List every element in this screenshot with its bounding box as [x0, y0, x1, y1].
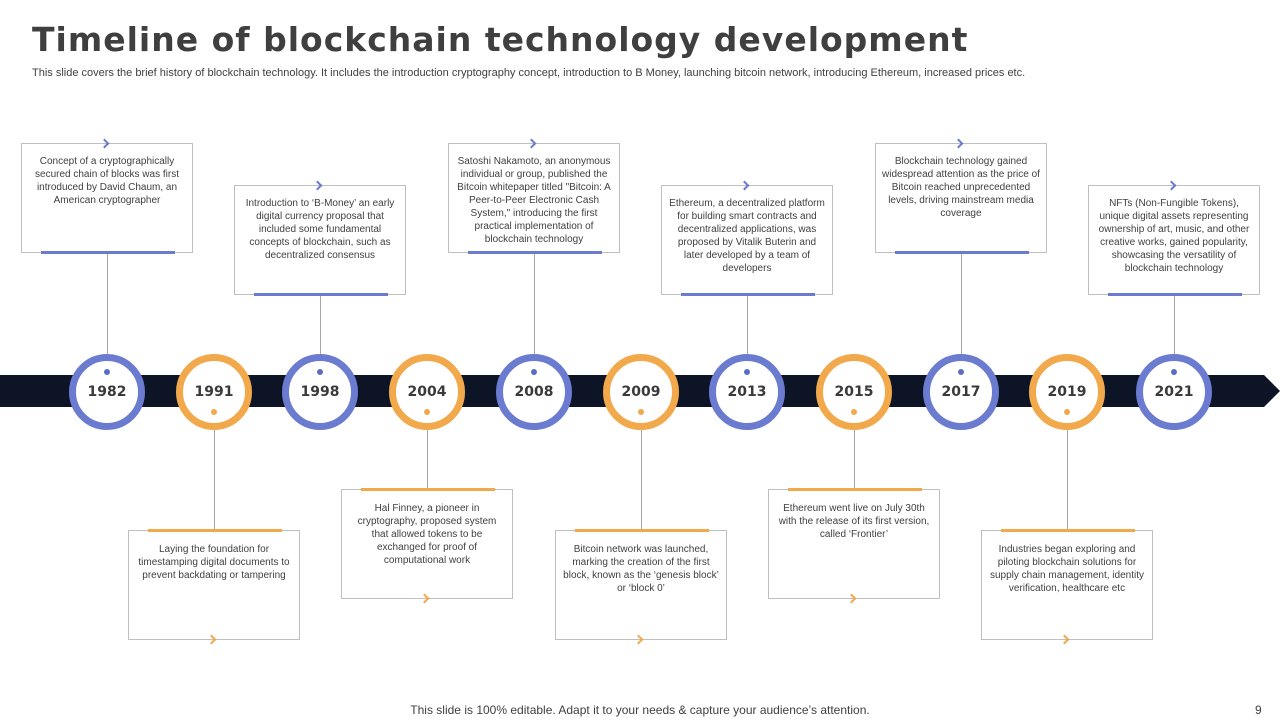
card-accent-bar	[681, 293, 815, 296]
event-card-2004: Hal Finney, a pioneer in cryptography, p…	[341, 488, 513, 599]
connector-line	[641, 412, 642, 530]
connector-line	[747, 295, 748, 372]
timeline-node-2019: 2019	[1029, 354, 1105, 430]
card-accent-bar	[575, 529, 709, 532]
slide-title: Timeline of blockchain technology develo…	[32, 20, 969, 59]
card-accent-bar	[1001, 529, 1135, 532]
connector-line	[534, 253, 535, 372]
timeline-node-2013: 2013	[709, 354, 785, 430]
node-dot	[851, 409, 857, 415]
timeline-node-1991: 1991	[176, 354, 252, 430]
timeline-node-2004: 2004	[389, 354, 465, 430]
timeline-node-2009: 2009	[603, 354, 679, 430]
year-label: 2015	[834, 384, 874, 400]
event-description: Ethereum went live on July 30th with the…	[778, 503, 930, 540]
event-card-2013: Ethereum, a decentralized platform for b…	[661, 185, 833, 296]
node-dot	[1171, 369, 1177, 375]
node-dot	[211, 409, 217, 415]
connector-line	[107, 253, 108, 372]
node-dot	[317, 369, 323, 375]
connector-line	[854, 412, 855, 489]
event-card-1982: Concept of a cryptographically secured c…	[21, 143, 193, 254]
timeline-node-2017: 2017	[923, 354, 999, 430]
event-description: Industries began exploring and piloting …	[990, 544, 1144, 594]
timeline-node-1982: 1982	[69, 354, 145, 430]
node-dot	[1064, 409, 1070, 415]
event-card-2009: Bitcoin network was launched, marking th…	[555, 529, 727, 640]
timeline-node-2008: 2008	[496, 354, 572, 430]
year-label: 1998	[300, 384, 340, 400]
card-accent-bar	[41, 251, 175, 254]
year-label: 2017	[941, 384, 981, 400]
event-description: NFTs (Non-Fungible Tokens), unique digit…	[1098, 198, 1250, 274]
event-card-2017: Blockchain technology gained widespread …	[875, 143, 1047, 254]
node-dot	[424, 409, 430, 415]
year-label: 2004	[407, 384, 447, 400]
connector-line	[214, 412, 215, 530]
event-description: Introduction to ‘B-Money’ an early digit…	[245, 198, 395, 261]
event-card-2008: Satoshi Nakamoto, an anonymous individua…	[448, 143, 620, 254]
event-card-1998: Introduction to ‘B-Money’ an early digit…	[234, 185, 406, 296]
year-label: 2019	[1047, 384, 1087, 400]
year-label: 2009	[621, 384, 661, 400]
timeline-node-2021: 2021	[1136, 354, 1212, 430]
connector-line	[1174, 295, 1175, 372]
node-dot	[104, 369, 110, 375]
event-description: Blockchain technology gained widespread …	[882, 156, 1040, 219]
connector-line	[427, 412, 428, 489]
event-card-2019: Industries began exploring and piloting …	[981, 529, 1153, 640]
year-label: 1982	[87, 384, 127, 400]
node-dot	[958, 369, 964, 375]
timeline-arrow-tip	[1264, 375, 1280, 407]
event-card-1991: Laying the foundation for timestamping d…	[128, 529, 300, 640]
connector-line	[1067, 412, 1068, 530]
event-card-2021: NFTs (Non-Fungible Tokens), unique digit…	[1088, 185, 1260, 296]
slide-subtitle: This slide covers the brief history of b…	[32, 67, 1026, 79]
connector-line	[961, 253, 962, 372]
event-description: Bitcoin network was launched, marking th…	[563, 544, 719, 594]
year-label: 2013	[727, 384, 767, 400]
node-dot	[744, 369, 750, 375]
card-accent-bar	[1108, 293, 1242, 296]
timeline-node-2015: 2015	[816, 354, 892, 430]
event-description: Laying the foundation for timestamping d…	[138, 544, 290, 581]
card-accent-bar	[468, 251, 602, 254]
event-description: Hal Finney, a pioneer in cryptography, p…	[357, 503, 497, 566]
event-card-2015: Ethereum went live on July 30th with the…	[768, 488, 940, 599]
page-number: 9	[1255, 703, 1262, 717]
card-accent-bar	[895, 251, 1029, 254]
event-description: Ethereum, a decentralized platform for b…	[669, 198, 825, 274]
connector-line	[320, 295, 321, 372]
year-label: 2021	[1154, 384, 1194, 400]
card-accent-bar	[361, 488, 495, 491]
card-accent-bar	[148, 529, 282, 532]
year-label: 2008	[514, 384, 554, 400]
slide-footer: This slide is 100% editable. Adapt it to…	[410, 703, 870, 717]
event-description: Concept of a cryptographically secured c…	[35, 156, 179, 206]
year-label: 1991	[194, 384, 234, 400]
event-description: Satoshi Nakamoto, an anonymous individua…	[457, 156, 611, 245]
card-accent-bar	[254, 293, 388, 296]
timeline-node-1998: 1998	[282, 354, 358, 430]
node-dot	[531, 369, 537, 375]
card-accent-bar	[788, 488, 922, 491]
node-dot	[638, 409, 644, 415]
